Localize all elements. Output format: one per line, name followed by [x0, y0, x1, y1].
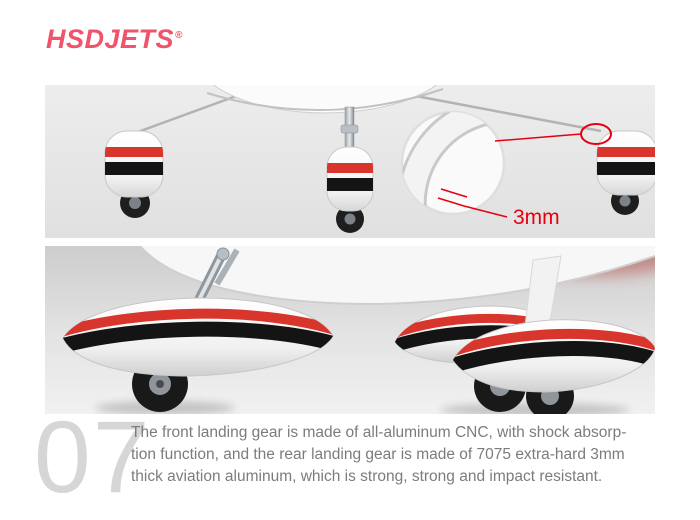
- rear-landing-gear: [394, 255, 655, 414]
- thickness-mark-bottom: [437, 197, 465, 207]
- callout-line-to-label: [463, 205, 508, 218]
- step-number: 07: [34, 400, 152, 514]
- bottom-photo: [45, 246, 655, 414]
- brand-logo-text: HSDJETS: [46, 24, 175, 54]
- measurement-label: 3mm: [513, 206, 560, 229]
- description-line-2: tion function, and the rear landing gear…: [131, 446, 625, 463]
- registered-trademark-symbol: ®: [175, 30, 183, 41]
- left-wheel-fairing: [104, 130, 164, 218]
- wire-struts: [134, 89, 602, 135]
- fuselage-belly: [139, 246, 655, 306]
- front-landing-gear: [62, 247, 334, 414]
- brand-logo: HSDJETS®: [46, 24, 183, 55]
- fuselage-underside: [206, 85, 444, 114]
- description-text: The front landing gear is made of all-al…: [131, 422, 679, 488]
- callout-line-to-circle: [494, 133, 582, 142]
- center-shock-strut: [340, 106, 359, 152]
- front-gear-strut: [192, 247, 240, 307]
- top-photo-panel: 3mm: [45, 85, 655, 238]
- right-wheel-fairing: [596, 130, 655, 215]
- top-photo: 3mm: [45, 85, 655, 238]
- description-line-3: thick aviation aluminum, which is strong…: [131, 468, 603, 485]
- thickness-mark-top: [440, 188, 468, 198]
- center-wheel-fairing: [326, 146, 374, 233]
- description-line-1: The front landing gear is made of all-al…: [131, 424, 627, 441]
- bottom-photo-panel: [45, 246, 655, 414]
